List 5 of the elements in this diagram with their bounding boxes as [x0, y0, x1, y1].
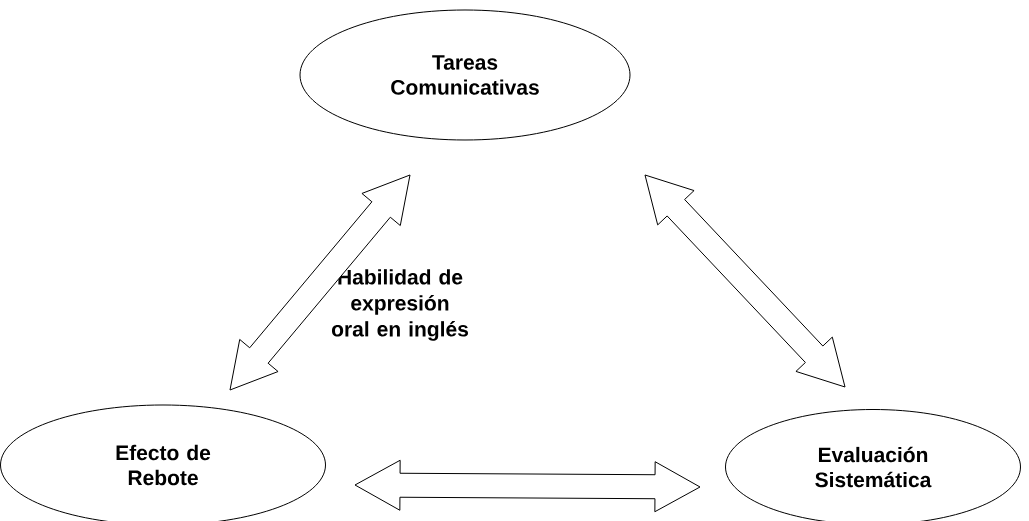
block-arrow — [644, 174, 846, 388]
block-arrow — [229, 174, 411, 391]
ellipse-node: Tareas Comunicativas — [299, 9, 631, 141]
block-arrow — [354, 459, 701, 513]
center-label: Habilidad de expresión oral en inglés — [331, 269, 468, 341]
